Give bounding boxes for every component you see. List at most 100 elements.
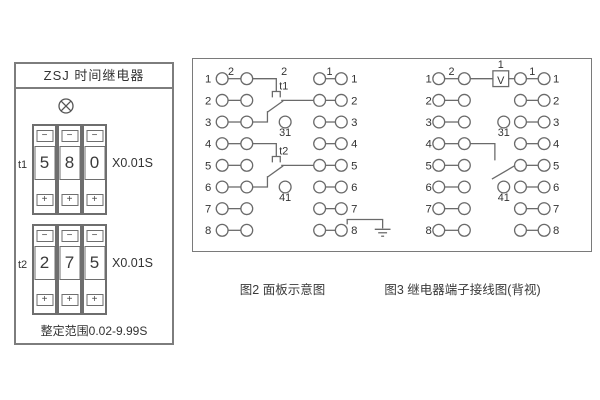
- terminal-circle: [215, 137, 229, 151]
- digit-wheel: − 0 +: [82, 124, 107, 215]
- terminal-number: 2: [426, 95, 432, 107]
- node-41-label: 41: [498, 192, 510, 204]
- multiplier-label: X0.01S: [112, 256, 154, 270]
- terminal-circle: [215, 72, 229, 86]
- terminal-circle: [432, 115, 446, 129]
- node-41-circle: [278, 180, 292, 194]
- panel-title-bar: ZSJ 时间继电器: [16, 64, 172, 89]
- fig3-left-pair-label: 2: [449, 66, 455, 78]
- wire-t2-lower: [252, 176, 269, 188]
- indicator-lamp-icon: [58, 98, 74, 114]
- time-group-t1: t1−5+−8+−0+X0.01S: [16, 124, 172, 215]
- terminal-number: 7: [426, 204, 432, 216]
- terminal-circle: [240, 115, 254, 129]
- wheel-plus-button: +: [86, 294, 103, 306]
- terminal-circle: [537, 202, 551, 216]
- wire-contact-input: [470, 143, 496, 161]
- digit-wheel: −5+: [82, 224, 107, 315]
- node-41-label: 41: [279, 192, 291, 204]
- terminal-circle: [240, 72, 254, 86]
- terminal-circle: [457, 115, 471, 129]
- terminal-circle: [537, 137, 551, 151]
- terminal-circle: [432, 223, 446, 237]
- terminal-circle: [215, 223, 229, 237]
- fig2-right-pair-label: 1: [326, 66, 332, 78]
- terminal-circle: [240, 93, 254, 107]
- terminal-circle: [240, 158, 254, 172]
- terminal-circle: [513, 223, 528, 237]
- wheel-plus-button: +: [36, 194, 53, 206]
- fig2-mid-top-label: 2: [281, 66, 287, 78]
- contact-t2-fixed-fork: [271, 155, 281, 163]
- fig2-left-pair-label: 2: [228, 66, 234, 78]
- terminal-number: 7: [205, 204, 211, 216]
- terminal-circle: [432, 137, 446, 151]
- contact-t1-blade: [267, 100, 284, 113]
- terminal-circle: [513, 72, 528, 86]
- terminal-number: 1: [351, 74, 357, 86]
- terminal-circle: [313, 202, 327, 216]
- terminal-circle: [215, 158, 229, 172]
- terminal-circle: [537, 115, 551, 129]
- terminal-circle: [457, 93, 471, 107]
- node-31-circle: [497, 115, 511, 129]
- terminal-circle: [457, 223, 471, 237]
- terminal-circle: [537, 180, 551, 194]
- terminal-circle: [215, 202, 229, 216]
- digit-window: 0: [84, 146, 105, 180]
- wire-t2-input: [252, 143, 277, 157]
- contact-blade: [491, 165, 515, 180]
- terminal-number: 6: [351, 182, 357, 194]
- wheel-minus-button: −: [36, 130, 53, 142]
- terminal-number: 1: [426, 74, 432, 86]
- node-31-label: 31: [498, 127, 510, 139]
- terminal-number: 4: [205, 139, 211, 151]
- terminal-circle: [215, 115, 229, 129]
- terminal-number: 2: [553, 95, 559, 107]
- terminal-circle: [334, 223, 348, 237]
- wheel-minus-button: −: [61, 230, 78, 242]
- terminal-circle: [313, 93, 327, 107]
- wheel-minus-button: −: [86, 130, 103, 142]
- terminal-number: 3: [553, 117, 559, 129]
- terminal-circle: [334, 137, 348, 151]
- terminal-circle: [537, 72, 551, 86]
- node-31-circle: [278, 115, 292, 129]
- terminal-circle: [457, 72, 471, 86]
- digit-wheel: −8+: [57, 124, 82, 215]
- digit-window: 2: [34, 246, 55, 280]
- figure2-caption: 图2 面板示意图: [239, 283, 326, 297]
- terminal-circle: [240, 223, 254, 237]
- wheel-plus-button: +: [86, 194, 103, 206]
- terminal-circle: [432, 72, 446, 86]
- digit-wheel: −7+: [57, 224, 82, 315]
- fig3-right-pair-label: 1: [529, 66, 535, 78]
- terminal-circle: [313, 180, 327, 194]
- wheel-minus-button: −: [61, 130, 78, 142]
- terminal-circle: [457, 158, 471, 172]
- terminal-circle: [513, 202, 528, 216]
- terminal-circle: [513, 158, 528, 172]
- terminal-number: 5: [351, 160, 357, 172]
- ground-wire: [346, 218, 384, 229]
- terminal-number: 8: [351, 225, 357, 237]
- terminal-circle: [513, 115, 528, 129]
- wheel-plus-button: +: [61, 194, 78, 206]
- terminal-number: 8: [205, 225, 211, 237]
- digit-window: 5: [34, 146, 55, 180]
- terminal-circle: [457, 202, 471, 216]
- coil-v-label: V: [497, 75, 505, 87]
- terminal-circle: [432, 202, 446, 216]
- terminal-circle: [313, 115, 327, 129]
- terminal-circle: [334, 202, 348, 216]
- wheel-plus-button: +: [36, 294, 53, 306]
- terminal-number: 3: [351, 117, 357, 129]
- terminal-number: 7: [553, 204, 559, 216]
- terminal-circle: [457, 137, 471, 151]
- relay-front-panel: ZSJ 时间继电器 t1−5+−8+−0+X0.01S t2−2+−7+−5+X…: [14, 62, 174, 345]
- time-group-t2: t2−2+−7+−5+X0.01S: [16, 224, 172, 315]
- figure3-caption: 图3 继电器端子接线图(背视): [384, 283, 541, 297]
